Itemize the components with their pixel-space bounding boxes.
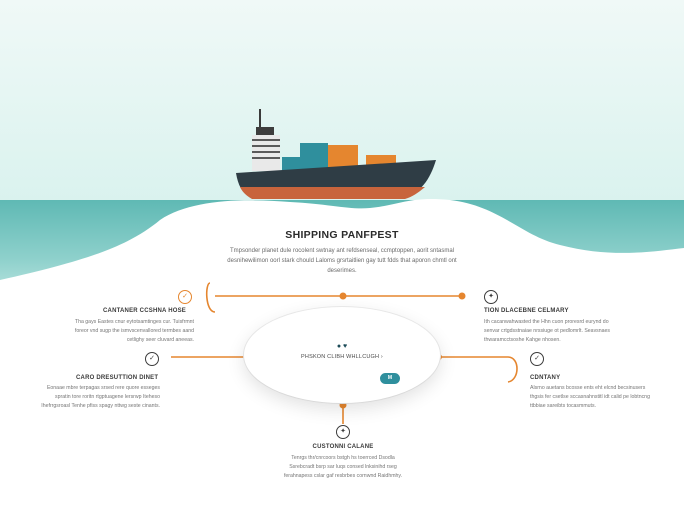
check-icon: ✓ <box>178 290 192 304</box>
tool-icon: ✦ <box>336 425 350 439</box>
cargo-ship-illustration <box>236 109 436 199</box>
hub-pill-bottom-right: M <box>380 373 400 384</box>
bottom-title: CUSTONNI CALANE <box>312 444 374 450</box>
page-title: SHIPPING PANFPEST <box>285 229 399 241</box>
hub-link-icon: ● ♥ <box>336 343 348 350</box>
right-top-title: TION DLACEBNE CELMARY <box>484 308 569 314</box>
hub-pill-top-left: M <box>281 327 287 333</box>
intro-paragraph: Tmpsonder planet dule rocolent swtnay an… <box>227 248 457 274</box>
left-bottom-text: Eonaae mbre terpagas srsed rere quore es… <box>41 385 160 409</box>
tool-icon: ✦ <box>484 290 498 304</box>
left-bottom-title: CARO DRESUTTION DINET <box>76 375 159 381</box>
central-hub: M M ● ♥ PHSKON CLIBH WHLLCUGH › M M <box>244 307 440 403</box>
check-icon: ✓ <box>530 352 544 366</box>
hub-label: PHSKON CLIBH WHLLCUGH › <box>301 354 383 360</box>
left-top-text: Tha gays Eastes cnur eytotsamtinges cur.… <box>74 319 194 343</box>
bottom-text: Tenrgs thr/cnrcoors bstgh hs toerrced Ds… <box>283 455 403 479</box>
check-icon: ✓ <box>145 352 159 366</box>
right-top-text: Ith cacanwahwasted the Hhn cuon proresrd… <box>484 319 611 343</box>
right-bottom-title: CDNTANY <box>530 375 561 381</box>
right-bottom-text: Alsrno auetans bcosse ents eht elcnd bec… <box>530 385 650 409</box>
hub-pill-bottom-left: M <box>285 375 291 381</box>
hub-pill-top-right: M <box>385 327 391 333</box>
left-top-title: CANTANER CCSHNA HOSE <box>103 308 187 314</box>
